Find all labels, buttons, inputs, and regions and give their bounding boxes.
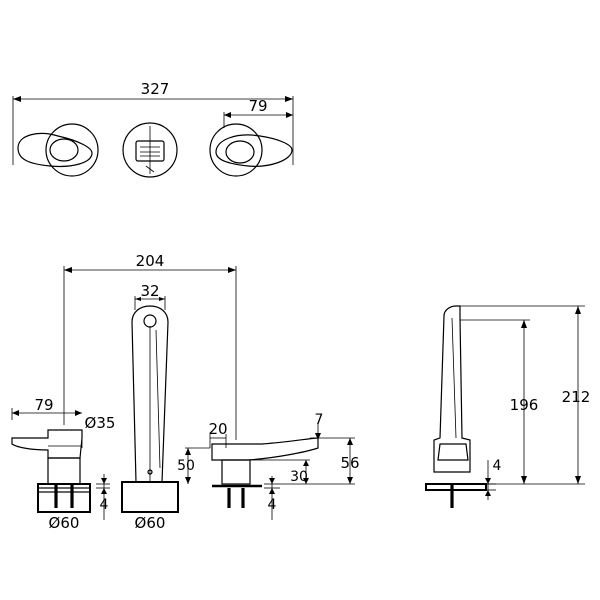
dimension-overall-width: 327 — [12, 80, 294, 165]
left-handle-top — [17, 123, 99, 177]
lever-height-label: 56 — [340, 454, 359, 472]
handle-offset-label: 79 — [248, 97, 267, 115]
side-washer-label: 4 — [493, 458, 502, 474]
body-lower-label: 30 — [290, 469, 308, 485]
dimension-spout-width: 32 — [134, 282, 166, 310]
side-view: 196 212 4 — [425, 305, 591, 508]
front-view: 204 32 79 Ø35 — [11, 252, 360, 532]
body-height-label: 50 — [177, 458, 195, 474]
outlet-height-label: 196 — [510, 396, 539, 414]
right-handle-top — [209, 123, 293, 177]
left-base — [37, 483, 91, 513]
right-valve-front: 50 20 7 56 30 — [177, 412, 360, 520]
overall-height-label: 212 — [562, 388, 591, 406]
spout-front: Ø60 — [121, 305, 179, 532]
top-view: 327 79 — [12, 80, 294, 178]
washer-left-label: 4 — [100, 497, 109, 513]
dimension-handle-offset: 79 — [223, 97, 293, 128]
lever-block-width-label: 20 — [208, 420, 227, 438]
center-base — [121, 481, 179, 513]
overall-width-label: 327 — [141, 80, 170, 98]
lever-diameter-label: Ø35 — [85, 414, 116, 432]
base-center-label: Ø60 — [135, 514, 166, 532]
dimension-spout-spacing: 204 — [63, 252, 237, 440]
lever-reach-label: 79 — [34, 396, 53, 414]
side-base — [425, 483, 487, 491]
lever-tip-label: 7 — [315, 412, 324, 428]
left-valve-front: 79 Ø35 Ø60 4 — [11, 396, 116, 532]
spout-top — [122, 122, 178, 178]
spout-width-label: 32 — [140, 282, 159, 300]
washer-right-label: 4 — [268, 497, 277, 513]
base-left-label: Ø60 — [49, 514, 80, 532]
spout-spacing-label: 204 — [136, 252, 165, 270]
